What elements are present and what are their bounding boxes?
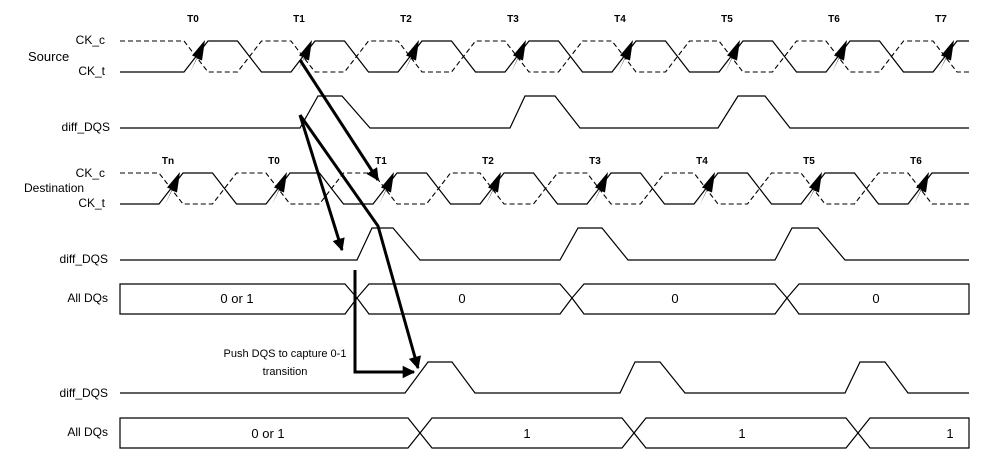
dest-clock-edge-arrows (165, 172, 929, 205)
clock-edge-arrow (618, 40, 633, 73)
source-tick-label: T3 (507, 14, 519, 25)
dqs-capture-arrow (298, 114, 345, 252)
clock-t1-arrow (298, 59, 380, 182)
clock-edge-arrow (486, 172, 501, 205)
source-tick-label: T2 (400, 14, 412, 25)
bus-1-value: 0 (872, 291, 879, 306)
source-clock (120, 40, 969, 73)
destination-tick-labels: Tn T0 T1 T2 T3 T4 T5 T6 (162, 156, 922, 167)
bus-2-value: 1 (738, 426, 745, 441)
all-dqs-label-2: All DQs (67, 425, 108, 439)
push-indicator-arrow (353, 270, 416, 379)
source-clock-edge-arrows (190, 40, 954, 73)
source-tick-label: T4 (614, 14, 626, 25)
source-ck-c-label: CK_c (76, 33, 105, 47)
clock-edge-arrow (511, 40, 526, 73)
dest-tick-label: T4 (696, 156, 708, 167)
bus-1-outline (119, 283, 970, 315)
causality-arrows (298, 59, 421, 379)
dest-tick-label: Tn (162, 156, 174, 167)
dest-tick-label: T2 (482, 156, 494, 167)
source-tick-labels: T0 T1 T2 T3 T4 T5 T6 T7 (187, 14, 947, 25)
dqs-push-arrow (298, 114, 421, 370)
source-tick-label: T0 (187, 14, 199, 25)
dest-ck-c-waveform (120, 172, 969, 205)
clock-edge-arrow (807, 172, 822, 205)
dest-tick-label: T6 (910, 156, 922, 167)
source-tick-label: T6 (828, 14, 840, 25)
dest-tick-label: T0 (268, 156, 280, 167)
all-dqs-bus-2: 0 or 1 1 1 1 (119, 417, 970, 449)
dest-tick-label: T3 (589, 156, 601, 167)
diff-dqs-label-3: diff_DQS (60, 386, 108, 400)
clock-edge-arrow (939, 40, 954, 73)
source-tick-label: T5 (721, 14, 733, 25)
clock-edge-arrow (725, 40, 740, 73)
bus-2-value: 1 (946, 426, 953, 441)
clock-edge-arrow (700, 172, 715, 205)
source-diff-dqs-label: diff_DQS (62, 120, 110, 134)
bus-2-value: 0 or 1 (251, 426, 284, 441)
source-diff-dqs-waveform (120, 95, 969, 129)
bus-2-value: 1 (523, 426, 530, 441)
clock-edge-arrow (272, 172, 287, 205)
dest-ck-c-label: CK_c (76, 166, 105, 180)
source-ck-t-label: CK_t (78, 64, 105, 78)
destination-clock (120, 172, 969, 205)
all-dqs-bus-1: 0 or 1 0 0 0 (119, 283, 970, 315)
clock-edge-arrow (165, 172, 180, 205)
clock-edge-arrow (593, 172, 608, 205)
annotation-line-1: Push DQS to capture 0-1 (224, 348, 347, 360)
clock-edge-arrow (914, 172, 929, 205)
destination-label: Destination (24, 181, 84, 195)
clock-edge-arrow (379, 172, 394, 205)
dest-tick-label: T1 (375, 156, 387, 167)
bus-1-value: 0 (458, 291, 465, 306)
clock-edge-arrow (832, 40, 847, 73)
bus-1-value: 0 or 1 (220, 291, 253, 306)
source-tick-label: T1 (293, 14, 305, 25)
annotation-line-2: transition (263, 366, 308, 378)
bus-2-outline (119, 417, 970, 449)
all-dqs-label-1: All DQs (67, 291, 108, 305)
clock-edge-arrow (404, 40, 419, 73)
source-label: Source (28, 49, 69, 64)
dest-ck-t-label: CK_t (78, 196, 105, 210)
bus-1-value: 0 (671, 291, 678, 306)
dest-ck-t-waveform (120, 172, 969, 205)
dest-diff-dqs-waveform (120, 227, 969, 261)
dest-diff-dqs-label: diff_DQS (60, 252, 108, 266)
source-tick-label: T7 (935, 14, 947, 25)
clock-edge-arrow (297, 40, 312, 73)
clock-edge-arrow (190, 40, 205, 73)
dest-tick-label: T5 (803, 156, 815, 167)
pushed-diff-dqs-waveform (120, 361, 969, 394)
